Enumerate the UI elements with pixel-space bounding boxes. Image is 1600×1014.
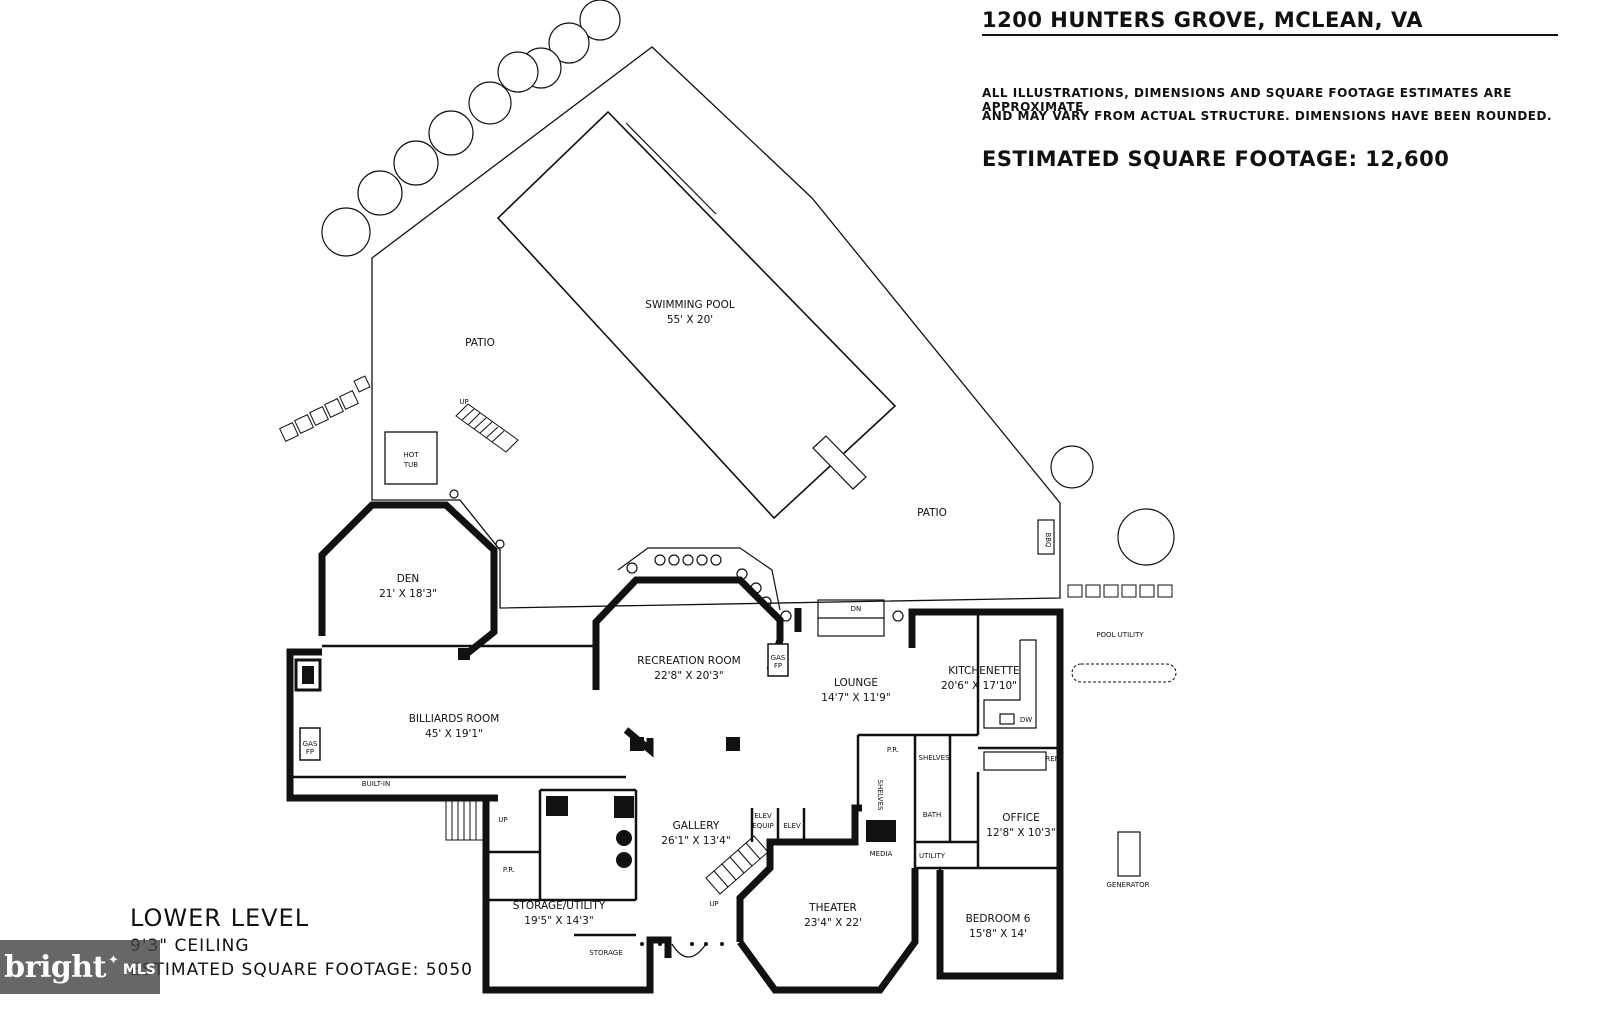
office-name: OFFICE [1002, 812, 1039, 824]
gallery-arch [671, 943, 707, 958]
den-dimensions: 21' X 18'3" [379, 588, 437, 600]
lounge-dimensions: 14'7" X 11'9" [821, 692, 890, 704]
storage-utility-dimensions: 19'5" X 14'3" [524, 915, 593, 927]
stair-up-label-2: UP [498, 816, 507, 824]
watermark-brand: bright [4, 949, 106, 985]
level-square-footage: ESTIMATED SQUARE FOOTAGE: 5050 [130, 960, 473, 980]
water-heater-2 [616, 852, 632, 868]
den-name: DEN [397, 573, 420, 585]
utility-equipment-1 [546, 796, 568, 816]
bbq-label: BBQ [1044, 532, 1052, 548]
interior-stair-gallery [705, 835, 769, 895]
stair-up-label-1: UP [459, 398, 468, 406]
water-heater-1 [616, 830, 632, 846]
kitchenette-dimensions: 20'6" X 17'10" [941, 680, 1017, 692]
powder-room-label-2: P.R. [503, 866, 515, 874]
bedroom-dimensions: 15'8" X 14' [969, 928, 1027, 940]
interior-walls [290, 612, 1060, 976]
hot-tub-label-1: HOT [403, 451, 419, 459]
bright-mls-watermark: bright ✦ MLS [0, 940, 160, 994]
column-2 [630, 737, 644, 751]
bedroom-name: BEDROOM 6 [966, 913, 1031, 925]
kitchen-counter [983, 639, 1047, 771]
patio-right-label: PATIO [917, 507, 947, 519]
pool-name: SWIMMING POOL [645, 299, 735, 311]
office-dimensions: 12'8" X 10'3" [986, 827, 1055, 839]
watermark-suffix: MLS [122, 962, 156, 978]
hot-tub-label-2: TUB [403, 461, 418, 469]
gallery-name: GALLERY [673, 820, 720, 832]
address-underline [982, 34, 1558, 36]
storage-label: STORAGE [589, 949, 622, 957]
storage-utility-name: STORAGE/UTILITY [513, 900, 606, 912]
column-1 [726, 737, 740, 751]
patio-left-label: PATIO [465, 337, 495, 349]
lounge-name: LOUNGE [834, 677, 878, 689]
utility-equipment-2 [614, 796, 634, 818]
theater-name: THEATER [808, 902, 857, 914]
swimming-pool [496, 110, 897, 520]
shelves-label-2: SHELVES [876, 780, 884, 811]
hedge [1071, 663, 1177, 683]
generator-label: GENERATOR [1107, 881, 1150, 889]
gas-fp-label-2: FP [306, 748, 314, 756]
rec-room-name: RECREATION ROOM [637, 655, 740, 667]
bath-label: BATH [923, 811, 942, 819]
billiards-name: BILLIARDS ROOM [409, 713, 500, 725]
generator [1117, 831, 1141, 877]
pool-dimensions: 55' X 20' [667, 314, 713, 326]
exterior-stair [455, 403, 519, 453]
elevator-equipment-label-2: EQUIP [752, 822, 773, 830]
media-label: MEDIA [870, 850, 893, 858]
tree-row-top [321, 0, 621, 257]
disclaimer-line-1: ALL ILLUSTRATIONS, DIMENSIONS AND SQUARE… [982, 86, 1512, 114]
gas-fp-rec-label-1: GAS [771, 654, 786, 662]
gas-fp-billiards [299, 727, 321, 761]
tree-right [1050, 445, 1175, 566]
rec-room-dimensions: 22'8" X 20'3" [654, 670, 723, 682]
powder-room-label-1: P.R. [887, 746, 899, 754]
property-address: 1200 HUNTERS GROVE, MCLEAN, VA [982, 8, 1424, 32]
dishwasher-label: DW [1020, 716, 1032, 724]
elevator-equipment-label-1: ELEV [754, 812, 772, 820]
star-icon: ✦ [107, 952, 119, 968]
interior-stair-left [445, 799, 487, 841]
total-square-footage: ESTIMATED SQUARE FOOTAGE: 12,600 [982, 147, 1450, 171]
billiards-dimensions: 45' X 19'1" [425, 728, 483, 740]
elevator-label: ELEV [783, 822, 801, 830]
bay-window [449, 489, 904, 637]
utility-label: UTILITY [919, 852, 946, 860]
gas-fp-label-1: GAS [303, 740, 318, 748]
patio-outline [371, 46, 1061, 609]
media-cabinet [866, 820, 896, 842]
stair-down-label: DN [851, 605, 862, 613]
pool-steps [812, 435, 867, 490]
hot-tub [384, 431, 438, 485]
stepping-stones-left [279, 375, 371, 442]
stair-up-label-3: UP [709, 900, 718, 908]
disclaimer-line-2: AND MAY VARY FROM ACTUAL STRUCTURE. DIME… [982, 109, 1552, 123]
stepping-stones-right [1067, 584, 1173, 598]
refrigerator-label: REF [1045, 755, 1058, 763]
gallery-dimensions: 26'1" X 13'4" [661, 835, 730, 847]
kitchenette-name: KITCHENETTE [948, 665, 1019, 677]
bbq-grill [1037, 519, 1055, 555]
column-3 [458, 648, 470, 660]
built-in-label: BUILT-IN [362, 780, 390, 788]
fireplace-rec [767, 643, 789, 677]
pool-utility-label: POOL UTILITY [1096, 631, 1144, 639]
gas-fp-rec-label-2: FP [774, 662, 782, 670]
level-name: LOWER LEVEL [130, 904, 310, 932]
theater-dimensions: 23'4" X 22' [804, 917, 862, 929]
shelves-label-1: SHELVES [919, 754, 950, 762]
